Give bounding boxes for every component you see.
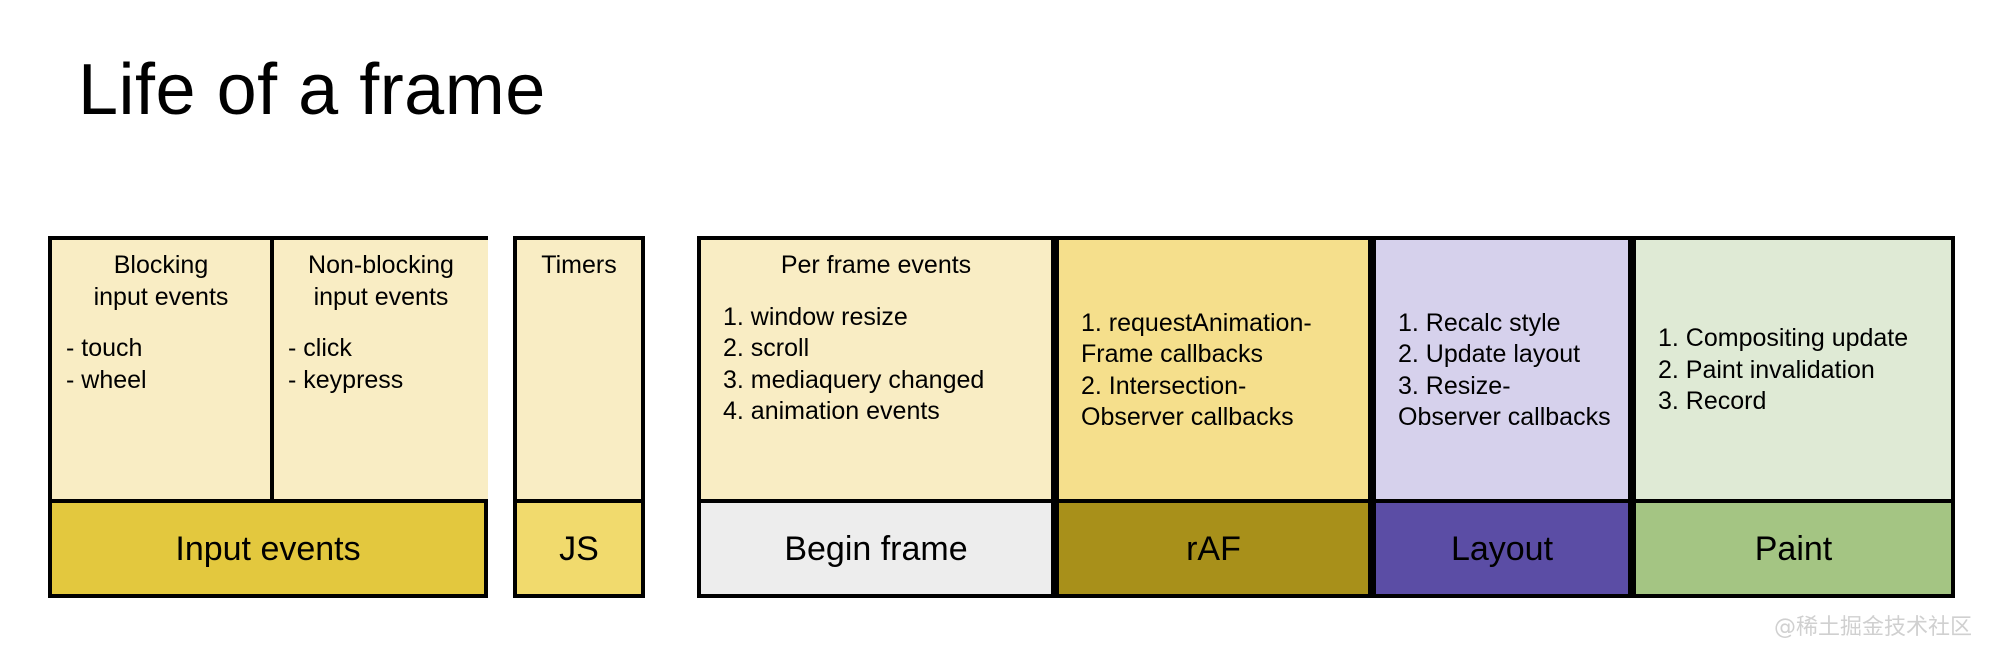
list-item: 1. window resize [723, 302, 908, 331]
cell-blocking-input-events: Blocking input events - touch - wheel [52, 240, 270, 499]
frame-lifecycle-diagram: Blocking input events - touch - wheel Non-b… [0, 236, 2000, 598]
phase-footer-raf: rAF [1059, 499, 1368, 594]
cell-title-timers: Timers [541, 251, 617, 279]
cell-list-non-blocking-input-events: - click - keypress [288, 333, 474, 396]
cell-title-non-blocking-input-events: Non-blocking input events [308, 251, 454, 311]
list-item: 2. Update layout [1398, 340, 1581, 368]
cell-list-layout-steps: 1. Recalc style 2. Update layout 3. Resize… [1398, 308, 1614, 434]
cell-timers: Timers [517, 240, 641, 499]
list-item: - keypress [288, 365, 404, 394]
cell-title-per-frame-events: Per frame events [780, 251, 972, 279]
list-item: - click [288, 334, 352, 362]
phase-body-layout: 1. Recalc style 2. Update layout 3. Resize… [1376, 240, 1628, 499]
phase-footer-begin-frame: Begin frame [701, 499, 1051, 594]
phase-footer-layout: Layout [1376, 499, 1628, 594]
cell-layout-steps: 1. Recalc style 2. Update layout 3. Resize… [1376, 240, 1628, 499]
list-item: - wheel [66, 365, 147, 394]
cell-per-frame-events: Per frame events 1. window resize 2. scrol… [701, 240, 1051, 499]
cell-list-blocking-input-events: - touch - wheel [66, 333, 256, 396]
phase-group-input-events: Blocking input events - touch - wheel Non-b… [48, 236, 488, 598]
list-item: - touch [66, 334, 143, 362]
page-title: Life of a frame [78, 50, 546, 130]
phase-body-input-events: Blocking input events - touch - wheel Non-b… [52, 240, 488, 499]
phase-group-layout: 1. Recalc style 2. Update layout 3. Resize… [1372, 236, 1632, 598]
list-item: 3. mediaquery changed [723, 365, 985, 394]
watermark: @稀土掘金技术社区 [1773, 615, 1972, 640]
list-item: 1. Compositing update [1658, 324, 1909, 353]
list-item: 3. Resize- Observer callbacks [1398, 371, 1611, 432]
list-item: 4. animation events [723, 397, 940, 425]
phase-body-js: Timers [517, 240, 641, 499]
list-item: 2. Intersection- Observer callbacks [1081, 371, 1294, 432]
list-item: 2. scroll [723, 334, 810, 362]
list-item: 3. Record [1658, 387, 1767, 416]
list-item: 2. Paint invalidation [1658, 355, 1875, 384]
cell-title-blocking-input-events: Blocking input events [93, 251, 229, 311]
list-item: 1. Recalc style [1398, 308, 1561, 337]
phase-group-begin-frame: Per frame events 1. window resize 2. scrol… [697, 236, 1055, 598]
phase-footer-input-events: Input events [52, 499, 484, 594]
phase-footer-js: JS [517, 499, 641, 594]
cell-non-blocking-input-events: Non-blocking input events - click - keypre… [270, 240, 488, 499]
list-item: 1. requestAnimation- Frame callbacks [1081, 308, 1312, 369]
phase-footer-paint: Paint [1636, 499, 1951, 594]
phase-body-begin-frame: Per frame events 1. window resize 2. scrol… [701, 240, 1051, 499]
cell-list-per-frame-events: 1. window resize 2. scroll 3. mediaquery c… [723, 302, 1037, 428]
